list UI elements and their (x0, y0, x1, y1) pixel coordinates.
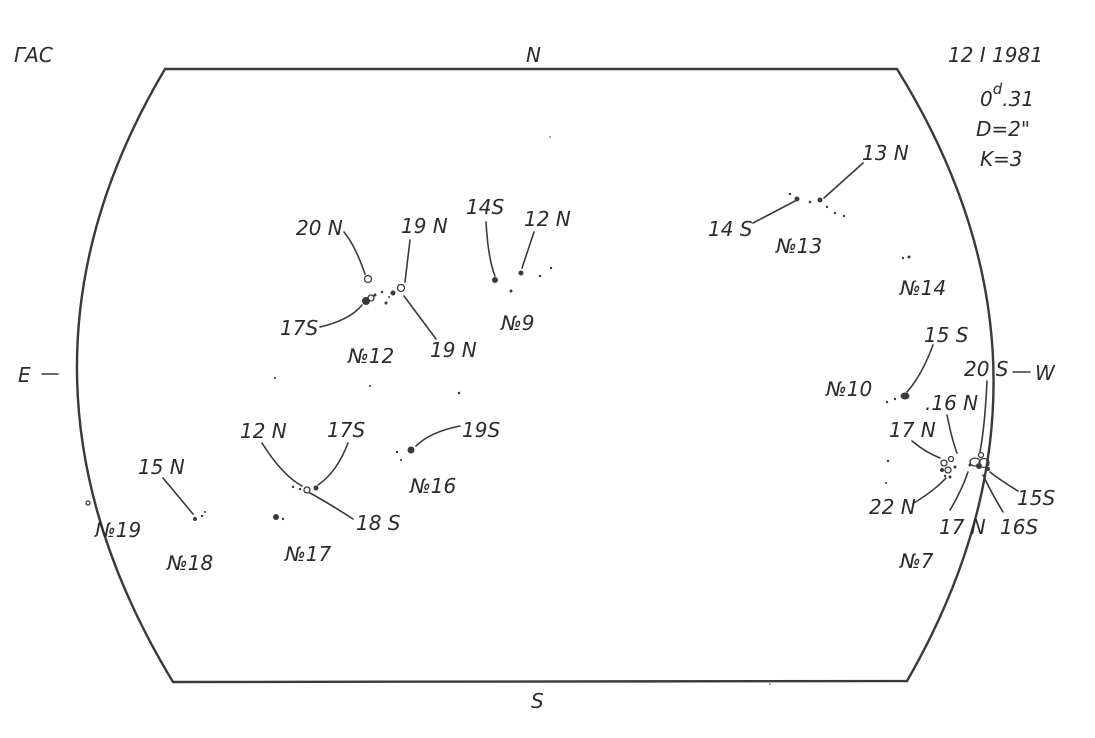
leader-12n-a (521, 231, 535, 269)
group-16-label: №16 (409, 474, 456, 498)
leader-17n-a (911, 440, 941, 459)
label-13n: 13 N (862, 141, 909, 165)
leader-19s (415, 425, 461, 447)
label-17s-b: 17S (327, 418, 365, 442)
date-label: 12 I 1981 (948, 43, 1043, 67)
leader-15n (162, 477, 194, 515)
group-9-label: №9 (500, 311, 535, 335)
group-13-label: №13 (775, 234, 822, 258)
leader-19n-a (404, 239, 411, 283)
north-label: N (526, 43, 541, 67)
leader-17n-b (949, 471, 969, 511)
leader-15s-b (989, 471, 1019, 492)
leader-12n-b (261, 442, 303, 487)
time-main: 0 (980, 87, 993, 111)
label-17n-a: 17 N (889, 418, 936, 442)
label-16s: 16S (1000, 515, 1038, 539)
time-rest: .31 (1002, 87, 1034, 111)
label-12n-b: 12 N (240, 419, 287, 443)
group-12-spots (362, 274, 406, 305)
group-13-spots (788, 192, 846, 218)
leader-16n (946, 414, 958, 454)
group-17-label: №17 (284, 542, 332, 566)
label-16n: .16 N (925, 391, 978, 415)
leader-20n-a (343, 231, 366, 275)
diameter-label: D=2" (976, 117, 1030, 141)
label-19s: 19S (462, 418, 500, 442)
label-20s: 20 S (964, 357, 1009, 381)
label-12n-a: 12 N (524, 207, 571, 231)
speck (549, 136, 551, 138)
label-17s-a: 17S (280, 316, 318, 340)
group-7-spots (885, 451, 990, 484)
leader-16s (982, 474, 1004, 513)
leader-17s-a (319, 304, 363, 328)
group-12-label: №12 (347, 344, 394, 368)
group-16-spots (274, 377, 461, 461)
speck (769, 683, 771, 685)
group-10-spots (885, 392, 910, 404)
label-20n-a: 20 N (296, 216, 343, 240)
west-label: W (1035, 361, 1056, 385)
east-label: E (18, 363, 31, 387)
group-19-label: №19 (94, 518, 141, 542)
label-14s-a: 14S (466, 195, 504, 219)
group-14-spots (901, 255, 911, 260)
observatory-label: ГАС (14, 43, 53, 67)
group-14-label: №14 (899, 276, 946, 300)
solar-disk-frame (75, 67, 995, 684)
leader-18s (309, 492, 354, 520)
time-label: 0d.31 (980, 80, 1034, 111)
leader-14s-a (485, 221, 496, 277)
group-10-label: №10 (825, 377, 872, 401)
south-label: S (531, 689, 544, 713)
label-15s-a: 15 S (924, 323, 969, 347)
leader-19n-b (403, 295, 437, 340)
label-19n-b: 19 N (430, 338, 477, 362)
label-15n: 15 N (138, 455, 185, 479)
group-7-label: №7 (899, 549, 934, 573)
label-18s: 18 S (356, 511, 401, 535)
time-sup: d (993, 80, 1003, 98)
leader-15s-a (906, 344, 934, 393)
leader-14s-b (752, 200, 796, 224)
group-9-spots (492, 266, 553, 293)
group-18-label: №18 (166, 551, 213, 575)
leader-13n (823, 162, 864, 199)
label-14s-b: 14 S (708, 217, 753, 241)
leader-17s-b (317, 442, 349, 486)
label-17n-b: 17 N (939, 515, 986, 539)
quality-label: K=3 (980, 147, 1023, 171)
group-18-spots (193, 511, 206, 521)
label-15s-b: 15S (1017, 486, 1055, 510)
leader-22n (913, 477, 947, 504)
group-19-spots (85, 500, 91, 506)
label-19n-a: 19 N (401, 214, 448, 238)
label-22n: 22 N (869, 495, 916, 519)
group-17-spots (273, 485, 319, 521)
leader-20s (979, 380, 988, 453)
